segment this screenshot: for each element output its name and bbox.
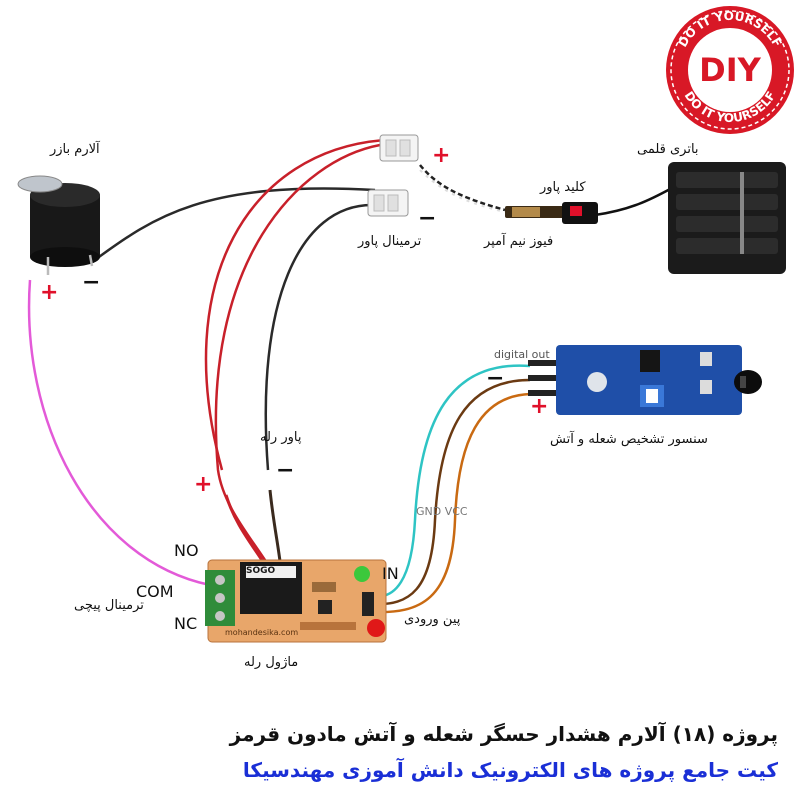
relay-brand-text: SOGO xyxy=(246,566,276,576)
power-terminal-icon xyxy=(367,134,419,217)
plus-sign-terminal: + xyxy=(432,143,451,168)
red-wire-relay-power xyxy=(204,138,386,471)
buzzer-label: آلارم بازر xyxy=(50,142,100,157)
power-terminal-label: ترمینال پاور xyxy=(358,234,422,249)
relay-power-label: پاور رله xyxy=(260,430,302,445)
nc-label: NC xyxy=(174,614,198,633)
red-wire-main xyxy=(214,143,381,601)
sensor-label: سنسور تشخیص شعله و آتش xyxy=(550,432,708,447)
screw-terminal-label: ترمینال پیچی xyxy=(74,598,144,613)
plus-sign-sensor: + xyxy=(530,394,549,419)
orange-wire xyxy=(371,392,531,614)
diy-logo: DO IT YOURSELF DO IT YOURSELF DIY xyxy=(666,6,794,134)
buzzer-black-wire xyxy=(91,187,376,264)
no-label: NO xyxy=(174,541,199,560)
flame-sensor-icon xyxy=(528,345,762,415)
input-pins-label: پین ورودی xyxy=(404,612,461,627)
black-wire-relay-power xyxy=(264,203,373,471)
minus-sign-relay: − xyxy=(276,458,295,483)
com-label: COM xyxy=(136,582,174,601)
digital-out-label: digital out xyxy=(494,348,550,361)
power-switch-icon xyxy=(505,202,598,224)
power-key-label: کلید پاور xyxy=(540,180,586,195)
gnd-vcc-label: GND VCC xyxy=(416,505,468,518)
minus-sign-sensor: − xyxy=(486,366,505,391)
diy-main-text: DIY xyxy=(699,51,761,89)
relay-module-label: ماژول رله xyxy=(244,655,299,670)
plus-sign-relay: + xyxy=(194,472,213,497)
page-title: پروژه (۱۸) آلارم هشدار حسگر شعله و آتش م… xyxy=(229,722,778,746)
in-label: IN xyxy=(382,564,399,583)
minus-sign-buzzer: − xyxy=(82,270,101,295)
battery-holder-icon xyxy=(668,162,786,274)
battery-label: باتری قلمی xyxy=(637,142,699,157)
brown-wire xyxy=(371,378,531,606)
fuse-label: فیوز نیم آمپر xyxy=(484,234,554,249)
cyan-wire xyxy=(371,364,531,598)
twisted-wire-b xyxy=(419,169,506,213)
minus-sign-terminal: − xyxy=(418,206,437,231)
module-brand-text: mohandesika.com xyxy=(225,628,299,637)
relay-module-icon xyxy=(205,559,387,643)
buzzer-icon xyxy=(17,175,100,275)
plus-sign-buzzer: + xyxy=(40,280,59,305)
battery-cable xyxy=(594,186,673,217)
page-subtitle: کیت جامع پروژه های الکترونیک دانش آموزی … xyxy=(242,758,778,782)
pink-wire xyxy=(27,279,211,587)
twisted-wire-a xyxy=(419,164,506,212)
